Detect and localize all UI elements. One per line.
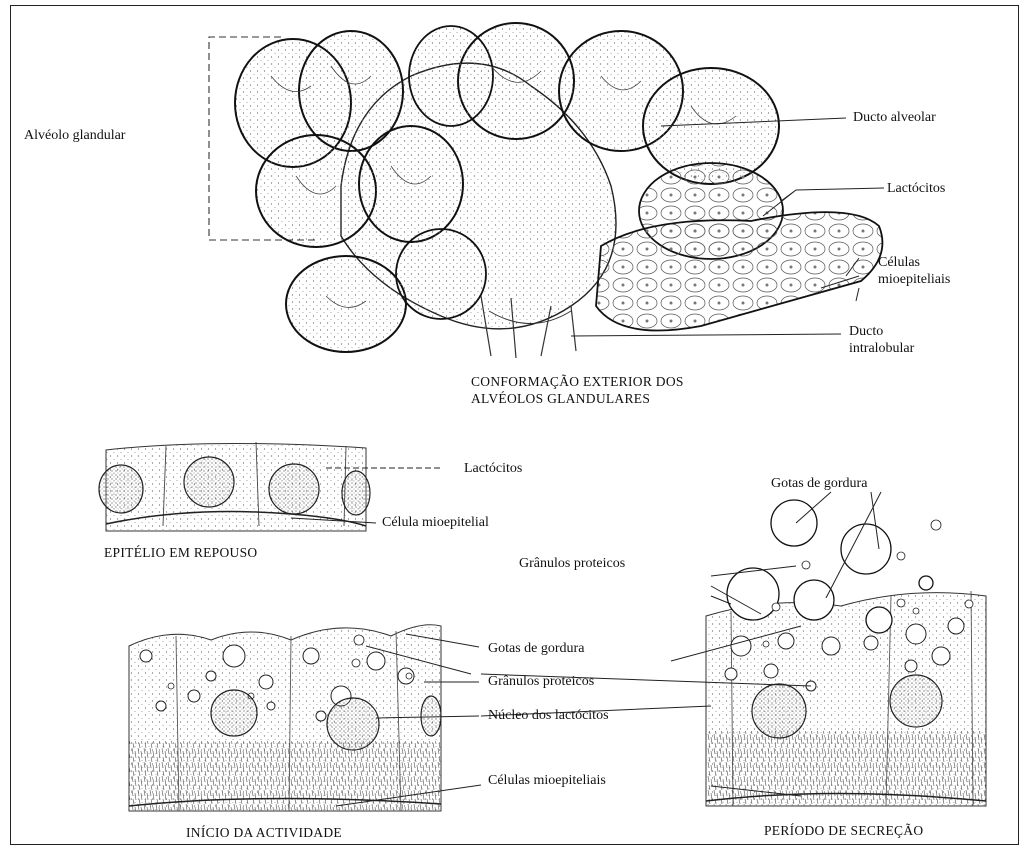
label-celulas-mioepiteliais-activity: Células mioepiteliais	[488, 772, 606, 789]
label-granulos-proteicos-activity: Grânulos proteicos	[488, 673, 594, 690]
alveolar-cluster-illustration	[209, 23, 884, 358]
caption-epitelio-em-repouso: EPITÉLIO EM REPOUSO	[104, 544, 257, 561]
label-lactocitos-resting: Lactócitos	[464, 460, 522, 477]
activity-epithelium-illustration	[129, 625, 481, 811]
label-alveolo-glandular: Alvéolo glandular	[24, 127, 125, 144]
label-celulas-mioepiteliais-line1: Células	[878, 254, 920, 271]
diagram-frame: Alvéolo glandular Ducto alveolar Lactóci…	[10, 5, 1019, 845]
label-gotas-de-gordura-secretion: Gotas de gordura	[771, 475, 867, 492]
label-celulas-mioepiteliais-line2: mioepiteliais	[878, 271, 950, 288]
caption-conformacao-line1: CONFORMAÇÃO EXTERIOR DOS	[471, 373, 684, 390]
label-ducto-intralobular-line1: Ducto	[849, 323, 883, 340]
caption-periodo-de-secrecao: PERÍODO DE SECREÇÃO	[764, 822, 923, 839]
label-gotas-de-gordura-activity: Gotas de gordura	[488, 640, 584, 657]
label-celula-mioepitelial: Célula mioepitelial	[382, 514, 489, 531]
label-granulos-proteicos-secretion: Grânulos proteicos	[519, 555, 625, 572]
label-nucleo-dos-lactocitos: Núcleo dos lactócitos	[488, 707, 609, 724]
label-ducto-intralobular-line2: intralobular	[849, 340, 914, 357]
caption-conformacao-line2: ALVÉOLOS GLANDULARES	[471, 390, 650, 407]
label-ducto-alveolar: Ducto alveolar	[853, 109, 936, 126]
label-lactocitos-top: Lactócitos	[887, 180, 945, 197]
caption-inicio-da-actividade: INÍCIO DA ACTIVIDADE	[186, 824, 342, 841]
